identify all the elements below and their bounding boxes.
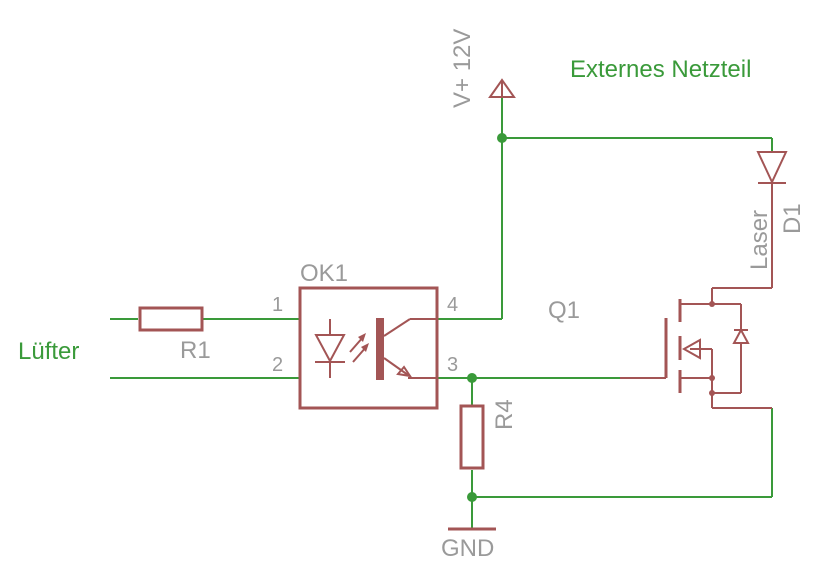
- junction-pin3: [467, 373, 477, 383]
- d1-label: D1: [779, 203, 806, 234]
- junction-ground: [467, 492, 477, 502]
- q1-label: Q1: [548, 297, 580, 324]
- vplus-supply-symbol: [488, 78, 516, 98]
- optocoupler-ok1: [298, 286, 439, 410]
- r1-label: R1: [180, 337, 211, 364]
- pin1-label: 1: [272, 294, 283, 316]
- external-supply-label: Externes Netzteil: [570, 56, 751, 83]
- junction-top: [497, 133, 507, 143]
- laser-label: Laser: [746, 210, 773, 270]
- fan-label: Lüfter: [18, 338, 79, 365]
- ok1-label: OK1: [300, 260, 348, 287]
- pin2-label: 2: [272, 354, 283, 376]
- resistor-r4: [459, 404, 485, 470]
- resistor-r1: [138, 306, 204, 332]
- pin4-label: 4: [447, 294, 458, 316]
- r4-label: R4: [491, 399, 518, 430]
- pin3-label: 3: [447, 354, 458, 376]
- wires: [110, 97, 773, 529]
- mosfet-q1: [620, 299, 772, 409]
- gnd-label: GND: [441, 535, 494, 562]
- vplus-label: V+ 12V: [449, 29, 476, 108]
